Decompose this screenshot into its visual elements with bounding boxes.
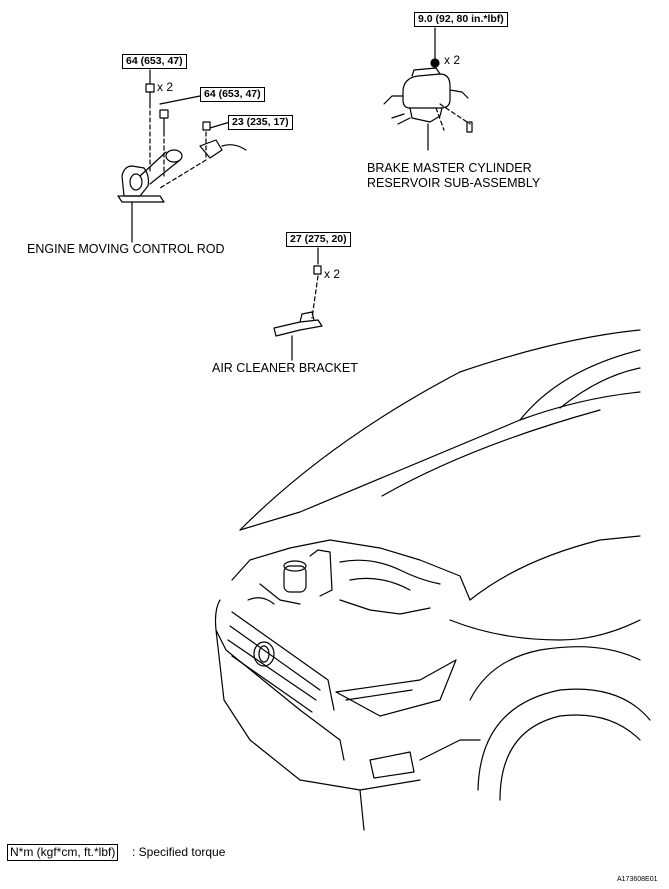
vehicle-illustration [214,329,651,831]
legend-text: : Specified torque [132,845,226,859]
label-brake-reservoir-line1: BRAKE MASTER CYLINDER [367,161,532,175]
engine-rod-illustration [117,69,247,243]
torque-box-air-cleaner: 27 (275, 20) [286,232,351,247]
quantity-rod: x 2 [157,80,174,94]
label-engine-moving-control-rod: ENGINE MOVING CONTROL ROD [27,242,225,256]
quantity-air: x 2 [324,267,341,281]
torque-box-rod-small: 23 (235, 17) [228,115,293,130]
label-air-cleaner-bracket: AIR CLEANER BRACKET [212,361,358,375]
label-brake-reservoir-line2: RESERVOIR SUB-ASSEMBLY [367,176,541,190]
air-cleaner-bracket-illustration [273,247,323,361]
quantity-brake: x 2 [444,53,461,67]
torque-box-rod-a: 64 (653, 47) [122,54,187,69]
torque-box-rod-b: 64 (653, 47) [200,87,265,102]
brake-reservoir-illustration [383,27,473,151]
torque-box-brake-reservoir: 9.0 (92, 80 in.*lbf) [414,12,508,27]
legend-units-box: N*m (kgf*cm, ft.*lbf) [7,844,119,861]
figure-code: A173608E01 [617,876,658,883]
